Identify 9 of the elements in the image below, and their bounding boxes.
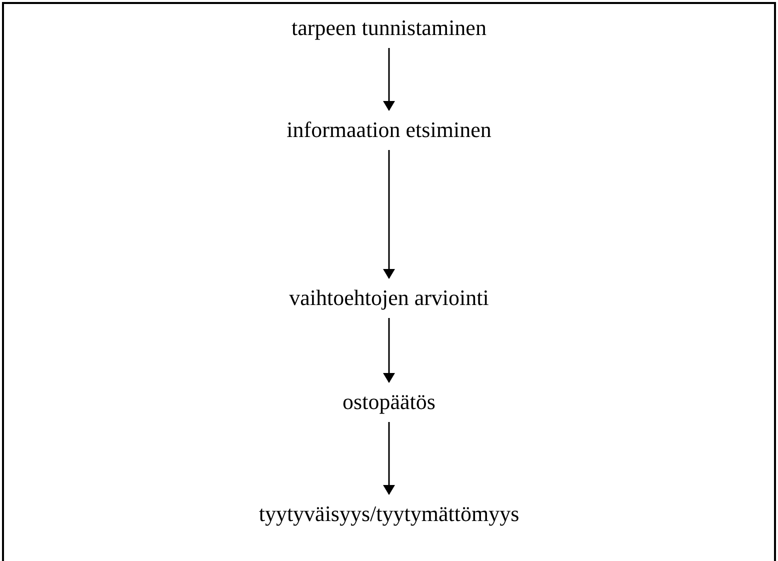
step-text: ostopäätös: [342, 382, 436, 422]
arrow: [383, 422, 395, 495]
step-text: vaihtoehtojen arviointi: [289, 278, 489, 318]
arrow: [383, 318, 395, 383]
step-text: tyytyväisyys/tyytymättömyys: [258, 494, 520, 534]
step-text: informaation etsiminen: [286, 110, 492, 150]
arrow: [383, 150, 395, 279]
step-text: tarpeen tunnistaminen: [292, 8, 486, 48]
arrow: [383, 48, 395, 111]
